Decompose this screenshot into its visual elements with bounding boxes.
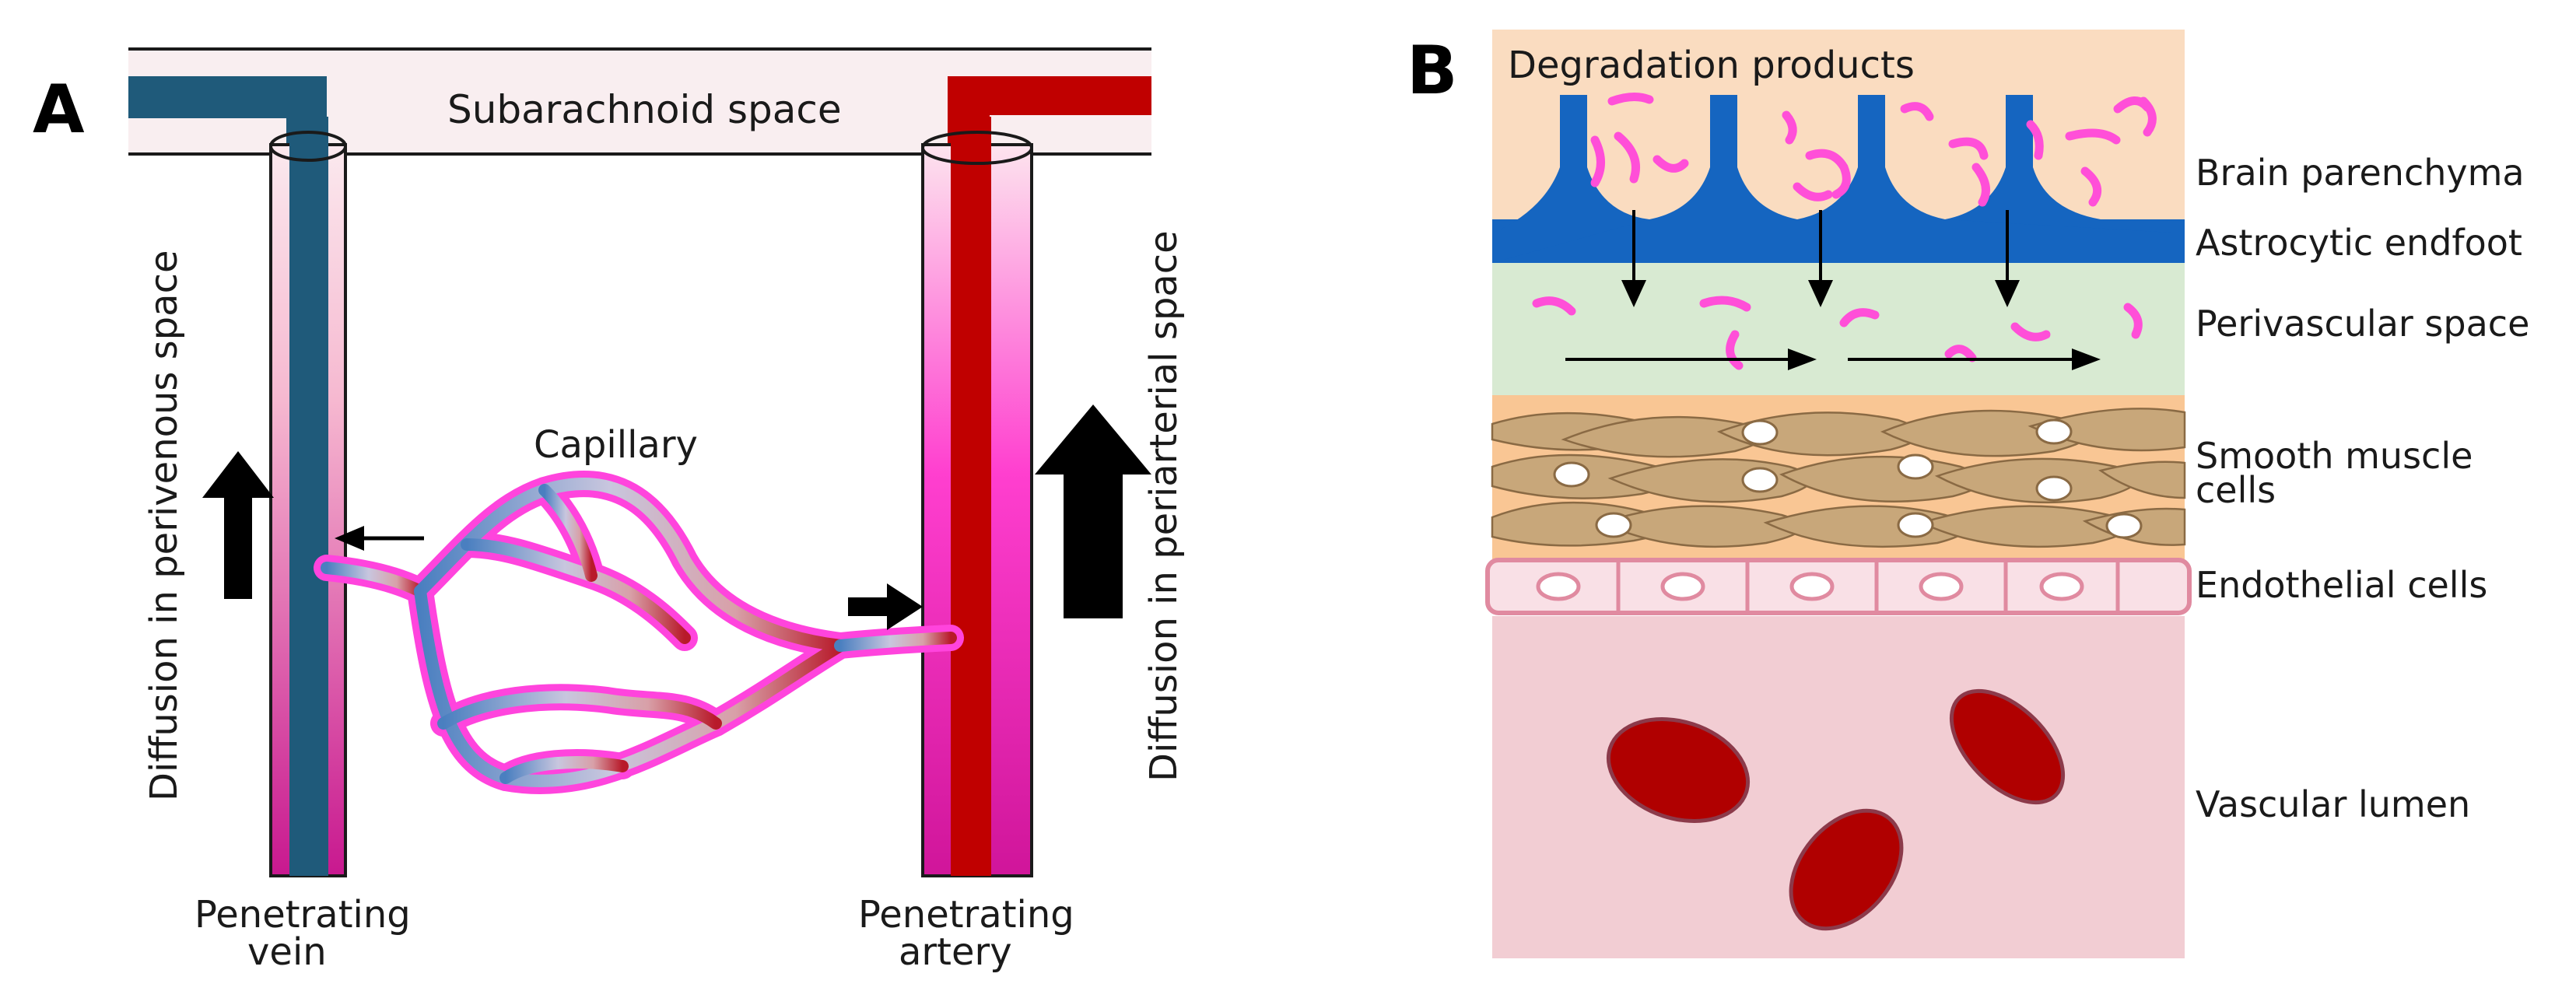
brain-parenchyma-label: Brain parenchyma [2196,152,2525,194]
astrocytic-endfoot-label: Astrocytic endfoot [2196,222,2522,264]
penetrating-artery-label-line2: artery [899,930,1012,974]
perivenous-diffusion-arrow [202,451,274,599]
arrow-endfoot-1 [1621,210,1646,307]
penetrating-vein-vessel [289,117,328,876]
red-blood-cell [1606,717,1751,823]
astrocytic-endfoot-layer [1492,95,2185,263]
capillary-network [314,471,964,794]
smooth-muscle-cells [1491,408,2186,548]
endothelial-cells [1536,562,2120,611]
red-blood-cells [1606,688,2066,931]
perivenous-diffusion-label: Diffusion in perivenous space [142,250,186,802]
arrow-perivascular-flow-1 [1565,348,1817,370]
endothelial-cells-label: Endothelial cells [2196,564,2487,606]
arrow-into-periarterial [848,583,923,630]
panel-b-letter: B [1407,32,1458,110]
artery-sheath-opening [921,131,1033,165]
red-blood-cell [1789,808,1904,931]
vein-sheath-opening [269,131,347,162]
endothelial-layer [1485,558,2192,615]
vascular-lumen-label: Vascular lumen [2196,783,2470,825]
perivascular-space-label: Perivascular space [2196,303,2529,345]
periarterial-diffusion-label: Diffusion in periarterial space [1142,230,1186,782]
vein-surface-segment [128,76,327,156]
arrow-endfoot-3 [1995,210,2020,307]
capillary-label: Capillary [534,423,698,467]
panel-b: B Degradation products [1407,30,2529,958]
penetrating-vein-label-line2: vein [247,930,327,974]
periarterial-diffusion-arrow [1035,404,1151,618]
smooth-muscle-label-line1: Smooth muscle [2196,435,2473,477]
penetrating-vein-label-line1: Penetrating [195,893,411,937]
artery-surface-segment [948,76,1151,156]
panel-a: A Subarachnoid space [33,47,1186,974]
arrow-endfoot-2 [1808,210,1833,307]
subarachnoid-label: Subarachnoid space [447,87,842,132]
smooth-muscle-label-line2: cells [2196,469,2276,511]
arrow-perivascular-flow-2 [1848,348,2101,370]
penetrating-artery-vessel [951,117,991,876]
panel-a-letter: A [33,71,85,149]
degradation-product-fragments [1532,93,2157,370]
penetrating-artery-label-line1: Penetrating [858,893,1074,937]
perivascular-space-layer [1492,263,2185,395]
arrow-into-perivenous [335,526,424,551]
degradation-products-label: Degradation products [1508,44,1915,87]
red-blood-cell [1949,688,2066,805]
